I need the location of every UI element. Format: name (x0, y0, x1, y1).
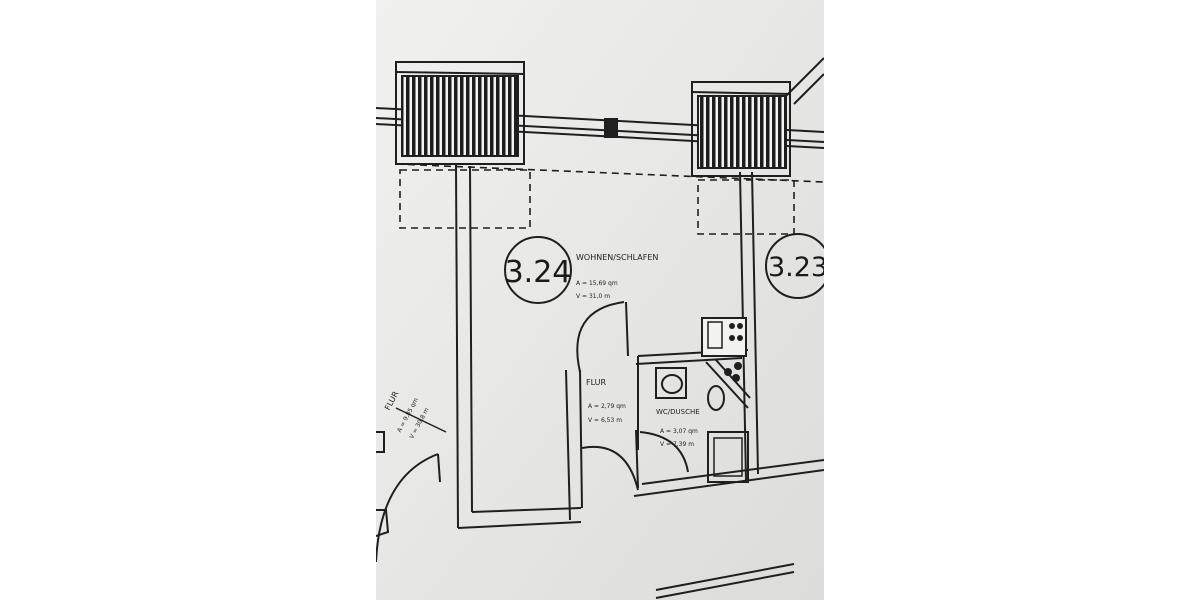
room-volume-label: V = 31,0 m (576, 293, 610, 300)
door-swings (376, 301, 689, 563)
room-name-label: WOHNEN/SCHLAFEN (576, 253, 658, 262)
bottom-window (655, 563, 795, 599)
wall-column (604, 118, 618, 138)
toilet (707, 385, 725, 411)
room-number-label: 3.23 (768, 252, 824, 283)
hall-name-label: FLUR (586, 378, 607, 387)
partition-walls (455, 164, 824, 529)
room-number-324: 3.24 (504, 236, 572, 304)
room-area-label: A = 15,69 qm (576, 280, 618, 287)
window-left (395, 61, 525, 165)
hall-area-label: A = 2,79 qm (588, 403, 626, 410)
diagonal-wall (785, 57, 824, 105)
bath-name-label: WC/DUSCHE (656, 408, 700, 416)
bath-area-label: A = 3,07 qm (660, 428, 698, 435)
leader-line (395, 407, 447, 433)
left-wall-fragments (376, 431, 390, 537)
shower-tray (707, 431, 749, 483)
floor-plan-drawing: 3.24 3.23 WOHNEN/SCHLAFEN A = 15,69 qm V… (376, 0, 824, 600)
overhead-dashed-lines (395, 163, 824, 235)
floor-plan-photo: 3.24 3.23 WOHNEN/SCHLAFEN A = 15,69 qm V… (376, 0, 824, 600)
room-number-label: 3.24 (505, 255, 572, 290)
sink (655, 367, 687, 399)
stove-unit (701, 317, 747, 357)
shower-corner (705, 359, 751, 409)
bath-volume-label: V = 7,39 m (660, 441, 694, 448)
hall-volume-label: V = 6,53 m (588, 417, 622, 424)
room-number-323: 3.23 (765, 233, 824, 299)
window-right (691, 81, 791, 177)
